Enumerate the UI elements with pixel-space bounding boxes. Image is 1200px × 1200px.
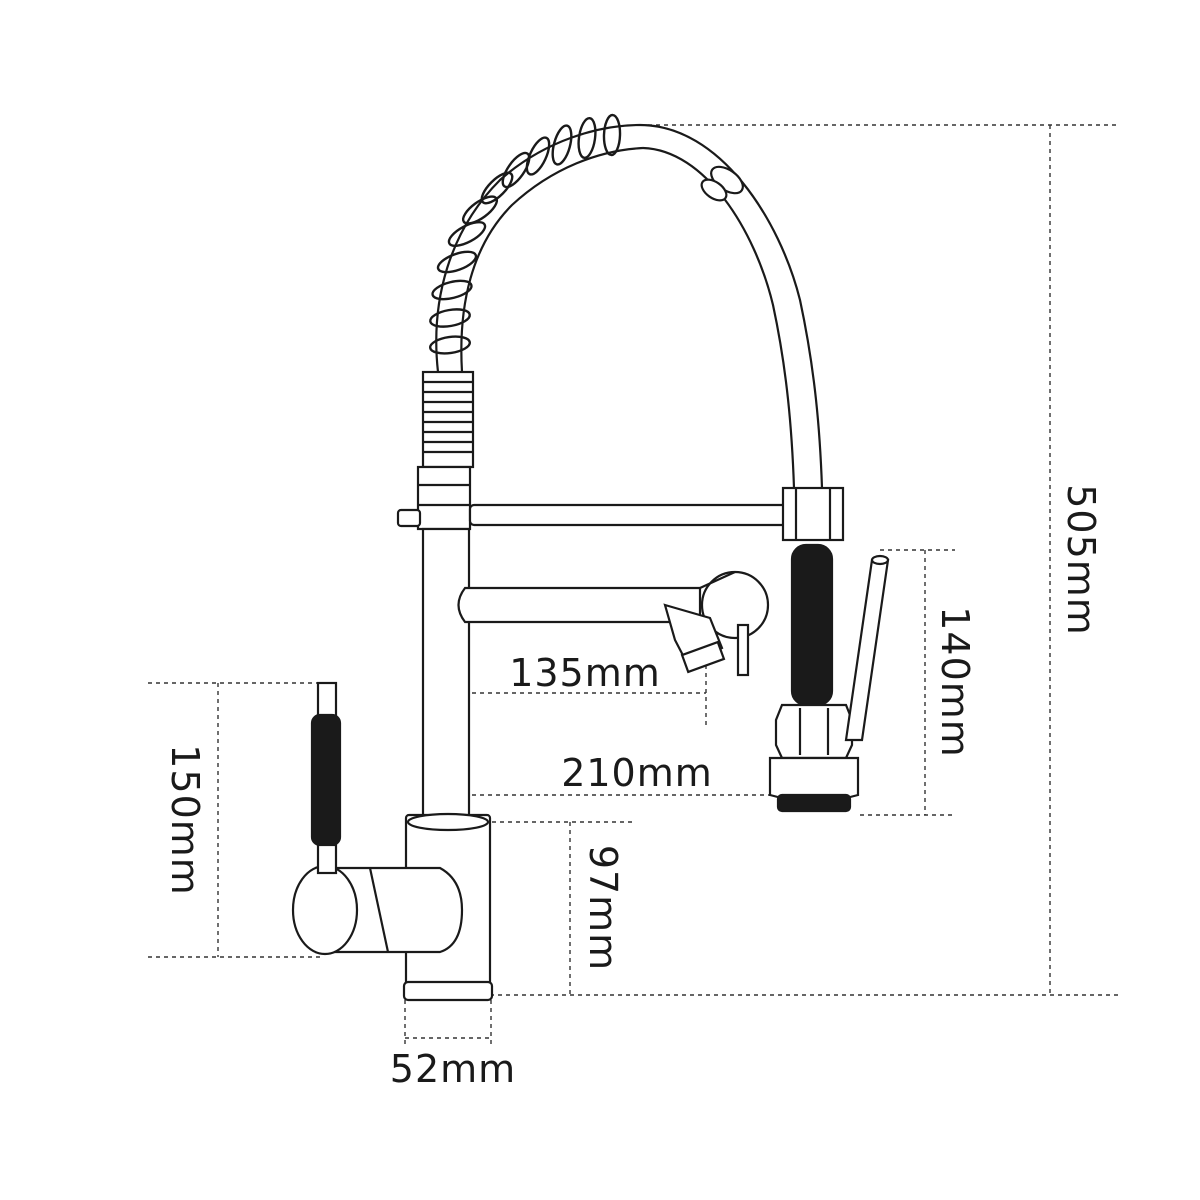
main-column — [421, 527, 471, 823]
spray-holder-clip — [781, 486, 845, 542]
column-collar — [416, 465, 472, 531]
coil-spring — [428, 113, 622, 355]
label-base-height: 97mm — [581, 845, 625, 971]
label-spray-head-reach: 210mm — [561, 751, 713, 795]
holder-arm — [468, 503, 790, 527]
spout-stem — [736, 623, 750, 677]
label-lower-spout-reach: 135mm — [509, 651, 661, 695]
threaded-connector — [421, 370, 475, 469]
spray-lever — [844, 558, 890, 742]
handle-lever-grip — [310, 713, 342, 847]
base-ring — [402, 980, 494, 1002]
coil-core-inner — [460, 146, 644, 373]
label-handle-height: 150mm — [163, 744, 207, 896]
handle-lever-top — [316, 681, 338, 720]
label-hose-spray-height: 140mm — [933, 606, 977, 758]
hose-inner — [642, 146, 796, 489]
label-total-height: 505mm — [1059, 484, 1103, 636]
collar-knob — [396, 508, 422, 528]
label-base-diameter: 52mm — [390, 1047, 516, 1091]
dimension-labels: 505mm 140mm 150mm 97mm 135mm 210mm 52mm — [163, 484, 1103, 1091]
faucet-drawing — [291, 113, 890, 1002]
hose-outer — [639, 123, 824, 489]
spray-head-grip — [790, 543, 834, 707]
lower-spout — [457, 586, 702, 624]
spray-head-nut — [774, 703, 854, 760]
handle-cap — [291, 864, 359, 956]
coil-core-outer — [435, 123, 641, 373]
hose-guide — [700, 165, 744, 202]
